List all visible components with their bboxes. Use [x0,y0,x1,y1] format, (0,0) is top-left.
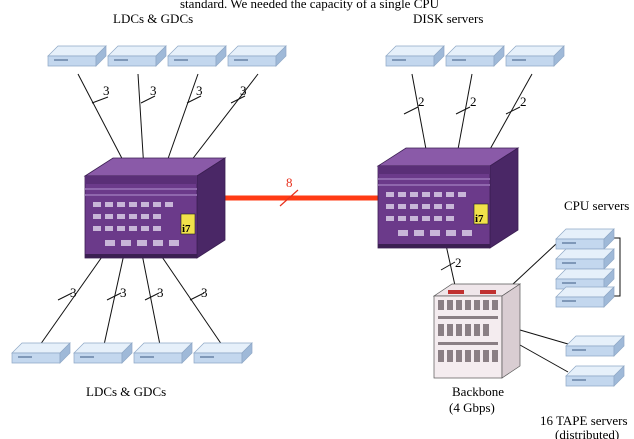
label-backbone: Backbone [452,384,504,399]
tape-server [565,365,625,387]
link-bottom-1 [39,253,105,346]
count-top-3: 3 [196,83,203,98]
label-tape-servers: 16 TAPE servers [540,413,628,428]
link-disk-2 [455,73,473,161]
ldc-gdc-device [11,342,71,364]
count-top-4: 3 [240,83,247,98]
connection-lines [39,73,621,373]
disk-server [445,45,505,67]
count-bottom-3: 3 [157,285,164,300]
top-caption: standard. We needed the capacity of a si… [180,0,440,11]
link-backbone [445,244,457,291]
label-tape-distributed: (distributed) [555,427,619,439]
count-interswitch: 8 [286,175,293,190]
link-tape-1 [519,329,569,345]
link-bottom-2 [103,253,125,346]
count-disk-3: 2 [520,94,527,109]
cpu-server [555,228,615,250]
count-top-1: 3 [103,83,110,98]
cpu-server [555,268,615,290]
count-disk-2: 2 [470,94,477,109]
ldc-gdc-device [107,45,167,67]
link-bottom-3 [141,253,161,346]
count-top-2: 3 [150,83,157,98]
ldc-gdc-device [133,342,193,364]
label-disk-servers: DISK servers [413,11,483,26]
count-bottom-1: 3 [70,285,77,300]
link-disk-1 [411,73,429,161]
label-ldcs-gdcs-top: LDCs & GDCs [113,11,193,26]
label-ldcs-gdcs-bottom: LDCs & GDCs [86,384,166,399]
tape-server [565,335,625,357]
switch-badge-left: i7 [182,223,191,235]
ldc-gdc-device [47,45,107,67]
cpu-server [555,286,615,308]
link-tape-2 [519,344,569,373]
disk-server [385,45,445,67]
count-backbone: 2 [455,255,462,270]
count-bottom-2: 3 [120,285,127,300]
link-top-2 [137,73,145,171]
link-top-4 [183,73,259,171]
core-switch-left [84,157,226,259]
label-backbone-speed: (4 Gbps) [449,400,495,415]
count-disk-1: 2 [418,94,425,109]
core-switch-right [377,147,519,249]
ldc-gdc-device [227,45,287,67]
ldc-gdc-device [167,45,227,67]
link-top-1 [77,73,129,171]
link-cpu [511,243,557,286]
link-top-3 [163,73,199,171]
count-bottom-4: 3 [201,285,208,300]
link-count-marks [57,95,521,301]
link-disk-3 [483,73,533,161]
switch-badge-right: i7 [475,213,484,225]
ldc-gdc-device [193,342,253,364]
label-cpu-servers: CPU servers [564,198,629,213]
backbone-chassis [432,283,522,379]
disk-server [505,45,565,67]
ldc-gdc-device [73,342,133,364]
cpu-server [555,248,615,270]
interswitch-link [222,189,385,207]
cpu-rack-bracket [614,237,621,297]
